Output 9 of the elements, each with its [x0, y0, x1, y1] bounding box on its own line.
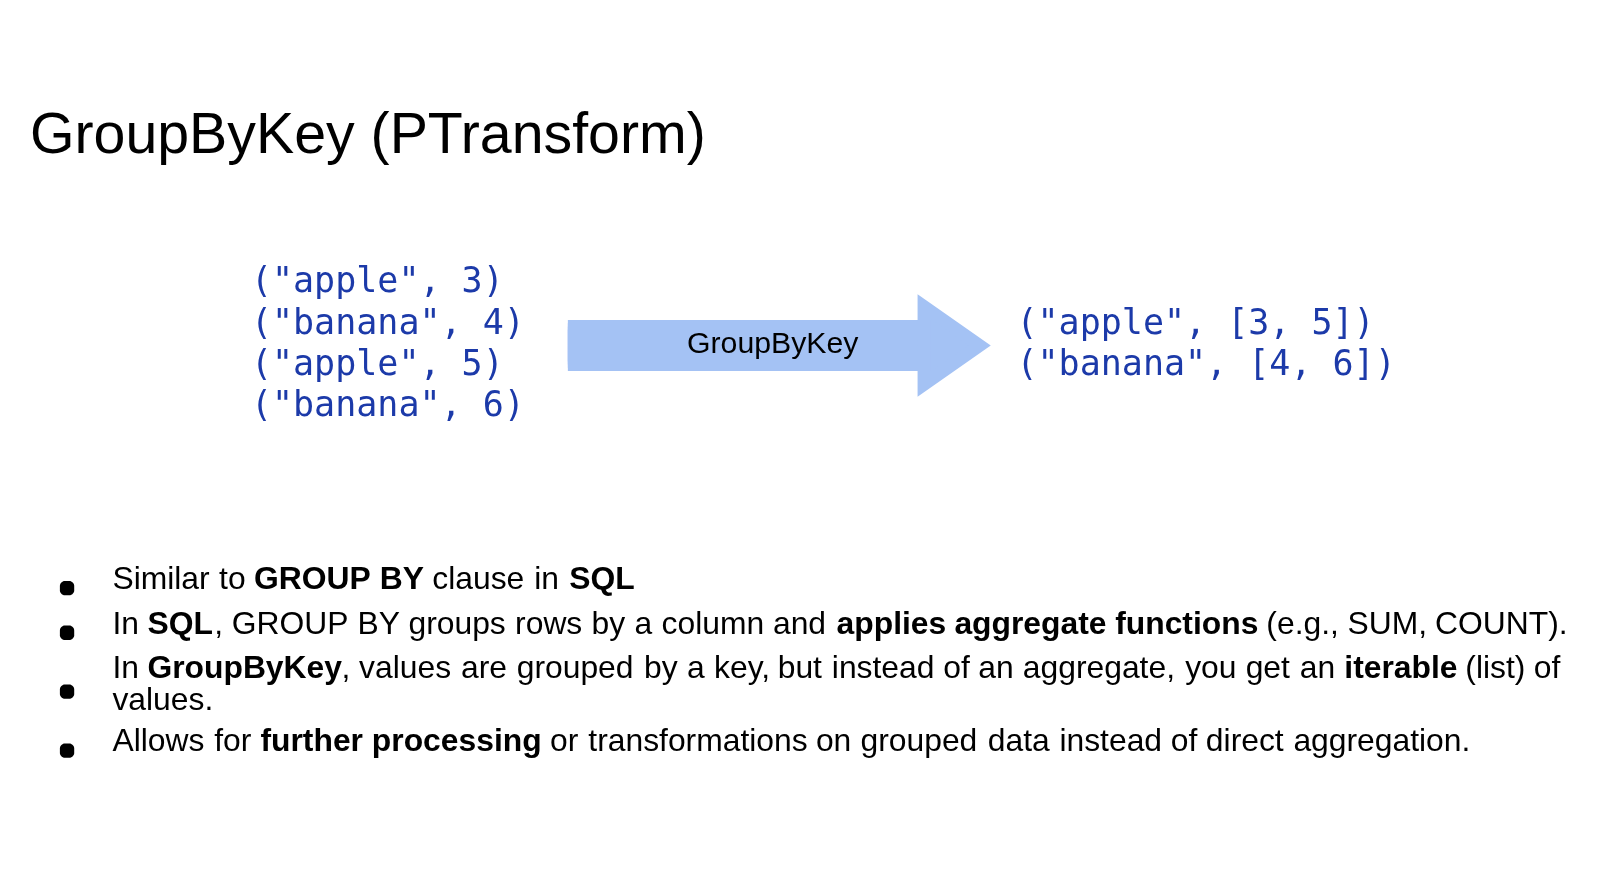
diagram-title: GroupByKey (PTransform)	[29, 100, 706, 165]
edge-label: GroupByKey	[687, 325, 859, 359]
label: In GroupByKey, values are grouped by a key, but instead of an aggregate, you get an iterable (list) of values.	[112, 649, 1561, 717]
label: Similar to GROUP BY clause in SQL	[112, 560, 635, 596]
node-text: ("apple", [3, 5]) ("banana", [4, 6])	[1016, 301, 1396, 384]
arrow	[567, 294, 991, 397]
label: In SQL, GROUP BY groups rows by a column and applies aggregate functions (e.g., SUM, COUNT).	[112, 604, 1568, 641]
node-text: ("apple", 3) ("banana", 4) ("apple", 5) ("banana", 6)	[250, 260, 525, 425]
label: Allows for further processing or transformations on grouped data instead of direct aggregation.	[112, 722, 1471, 759]
